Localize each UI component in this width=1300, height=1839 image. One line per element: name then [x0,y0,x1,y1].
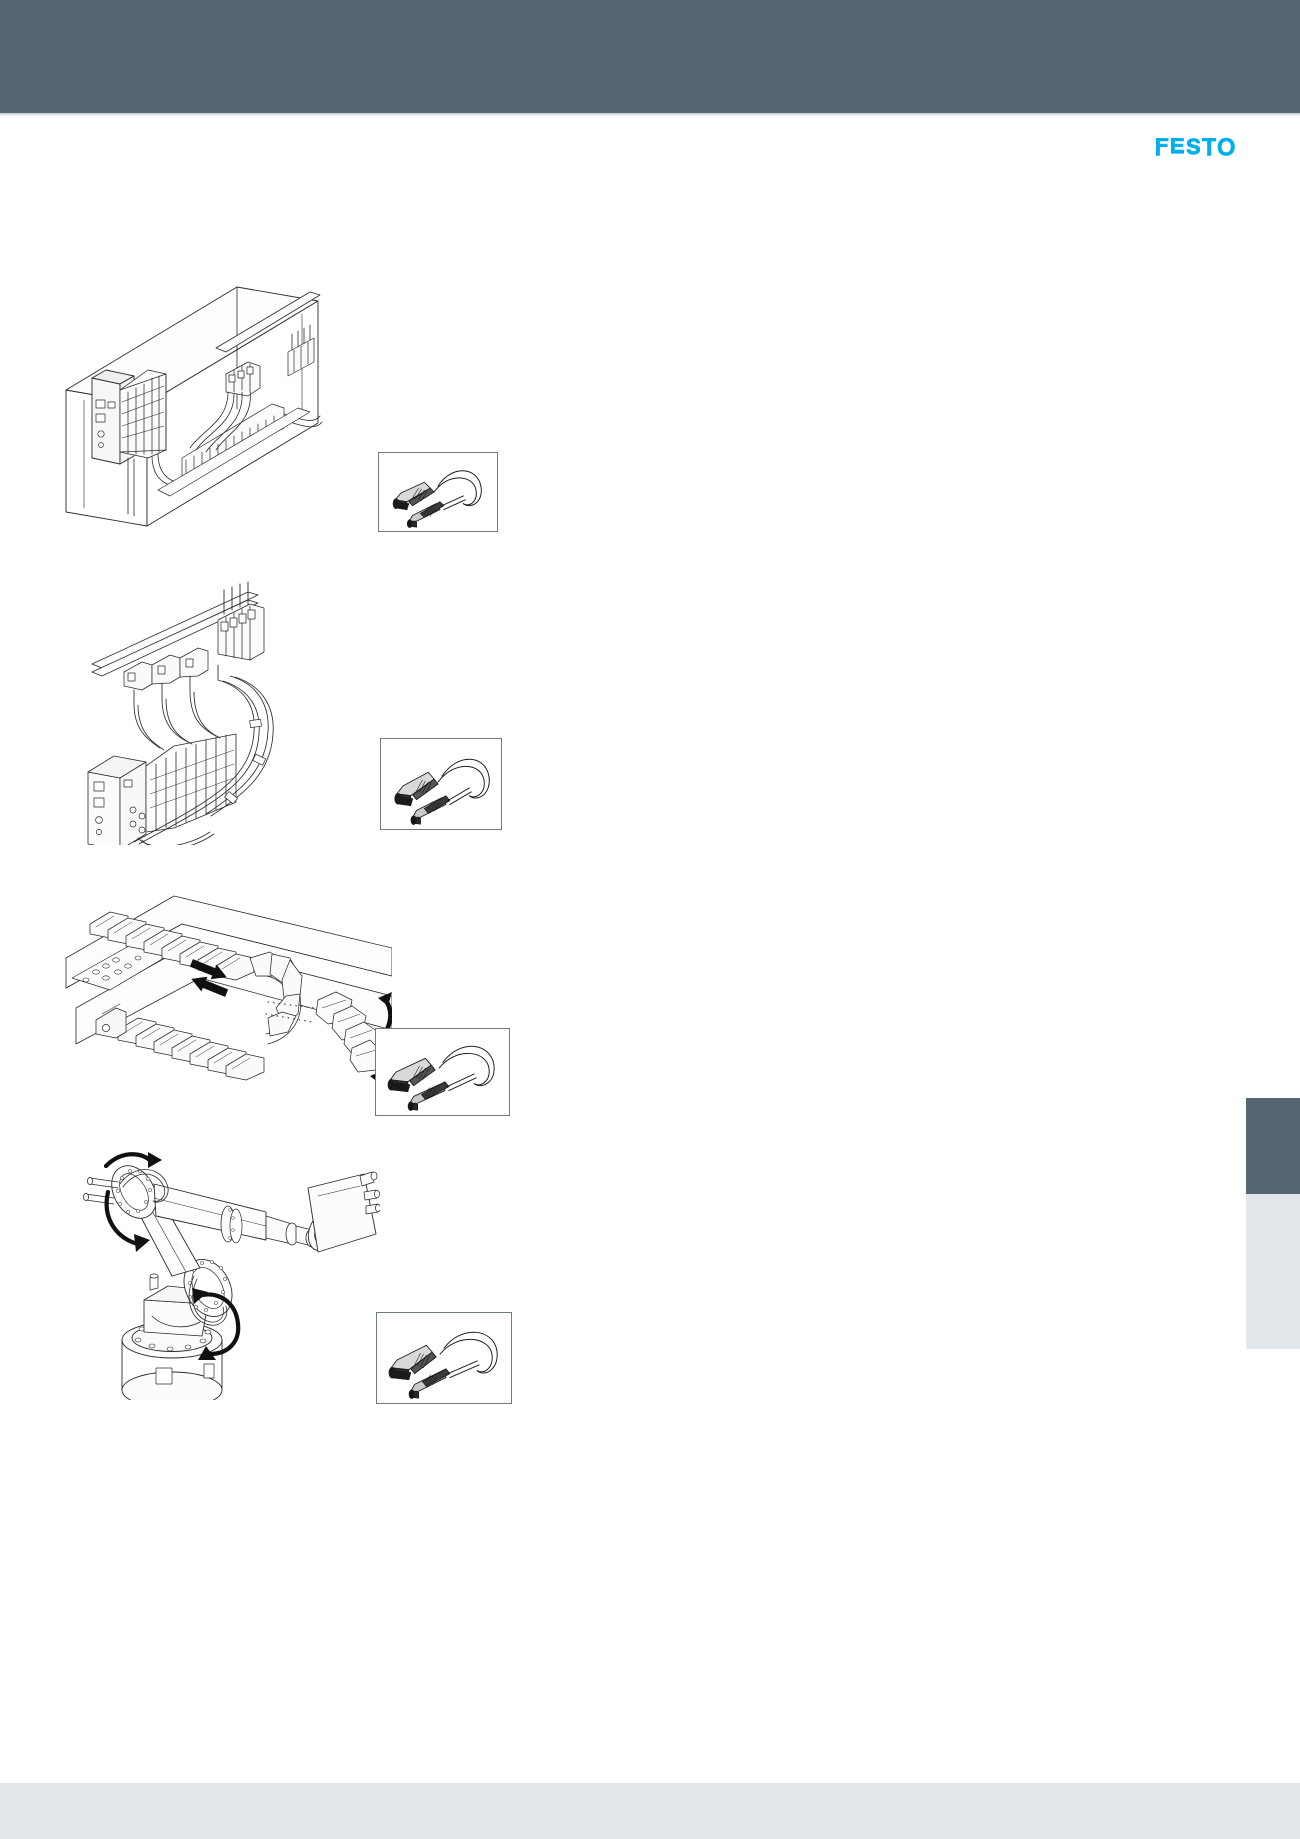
valve-terminal-cable-routing-illustration [78,580,378,845]
connector-cable-inset-2 [380,738,502,830]
energy-drag-chain-illustration [62,880,392,1120]
page-footer-band [0,1783,1300,1839]
control-cabinet-valve-terminal-illustration [62,282,362,544]
articulated-robot-arm-illustration [60,1140,380,1400]
page-tab-inactive[interactable] [1246,1194,1300,1349]
header-band-shadow [0,113,1300,116]
festo-logo-icon [1156,136,1236,158]
connector-cable-inset-3 [375,1028,510,1116]
page-tab-active[interactable] [1246,1098,1300,1194]
connector-cable-inset-4 [376,1312,512,1404]
connector-cable-inset-1 [378,452,498,532]
page-header-band [0,0,1300,113]
